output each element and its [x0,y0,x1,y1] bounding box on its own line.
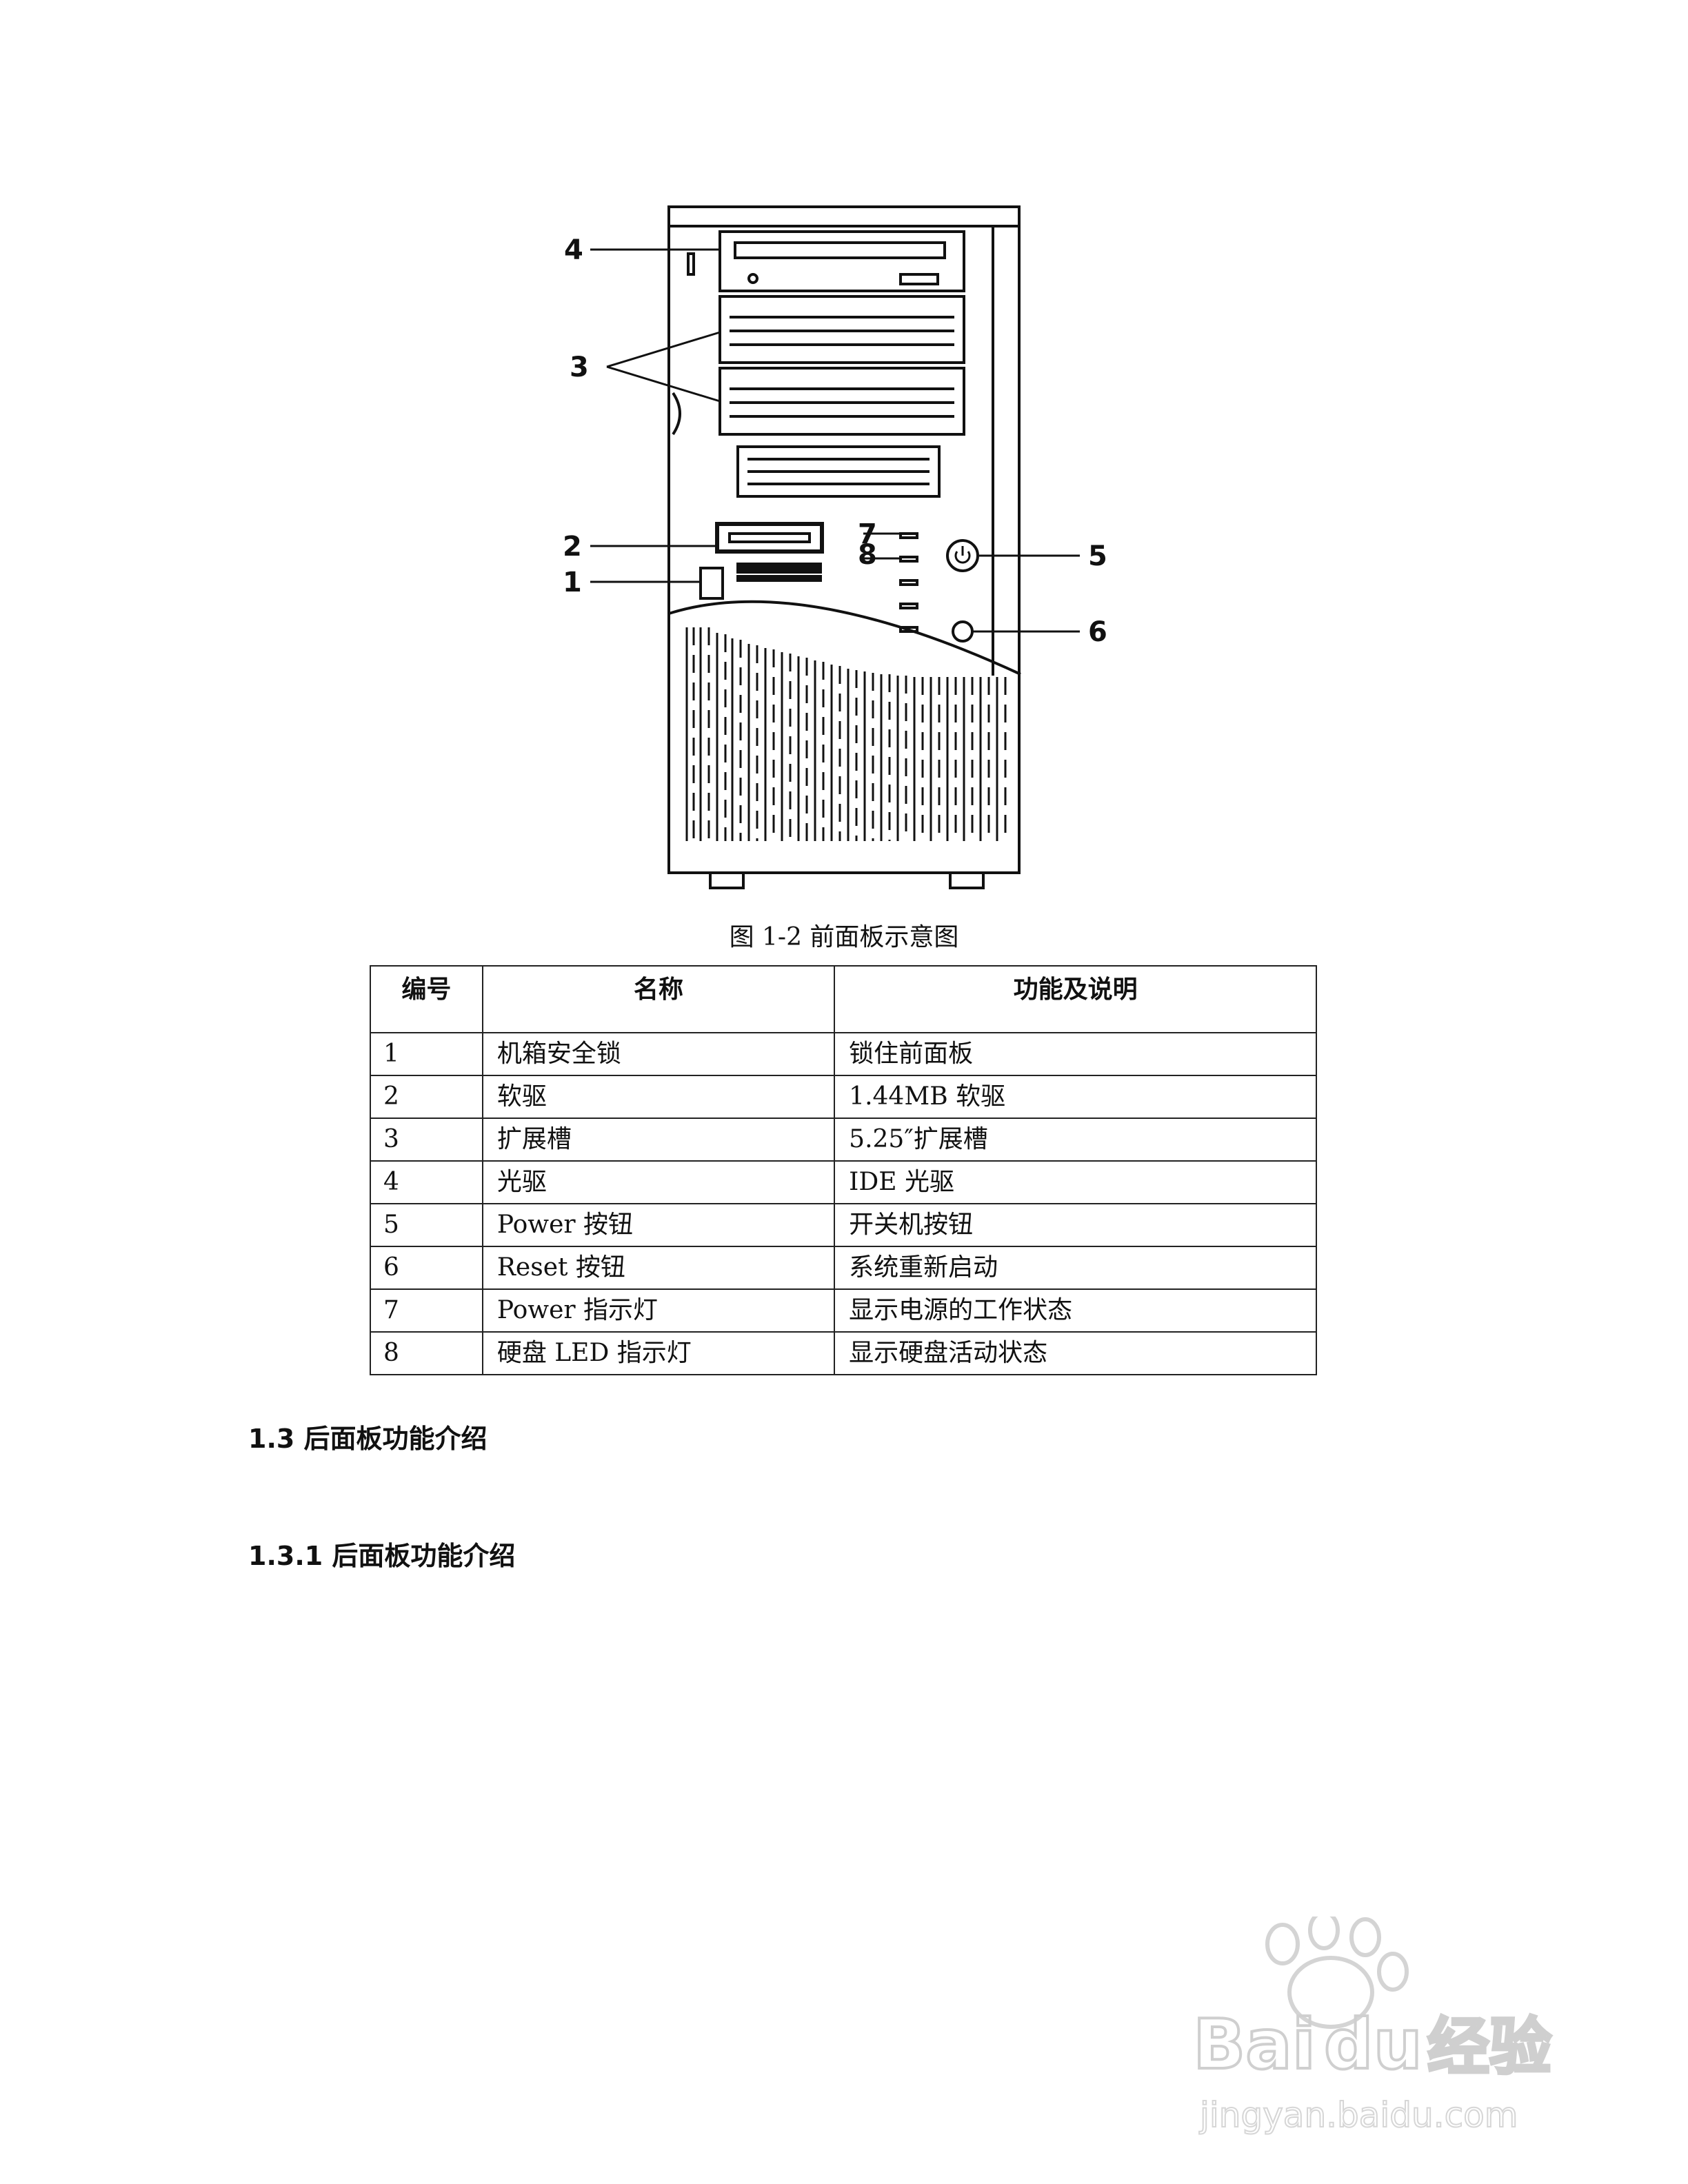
front-panel-diagram: 4 3 2 1 7 8 5 6 [510,186,1158,910]
cell-name: 机箱安全锁 [481,1032,836,1076]
cell-description: IDE 光驱 [834,1160,1317,1204]
table-row: 6 Reset 按钮 系统重新启动 [370,1246,1317,1290]
cell-number: 3 [370,1118,483,1162]
header-name: 名称 [481,965,836,1033]
cell-description: 显示硬盘活动状态 [834,1331,1317,1375]
table-row: 8 硬盘 LED 指示灯 显示硬盘活动状态 [370,1331,1317,1375]
svg-text:Bai: Bai [1193,2004,1316,2085]
cell-description: 锁住前面板 [834,1032,1317,1076]
cell-number: 8 [370,1331,483,1375]
header-number: 编号 [370,965,483,1033]
callout-7: 7 [858,518,877,550]
cell-name: Power 按钮 [481,1203,836,1247]
cell-name: Reset 按钮 [481,1246,836,1290]
expansion-bays [719,295,965,498]
floppy-drive [715,522,824,554]
section-heading: 1.3 后面板功能介绍 [248,1424,488,1454]
cell-name: 软驱 [481,1075,836,1119]
cell-description: 5.25″扩展槽 [834,1118,1317,1162]
subsection-heading: 1.3.1 后面板功能介绍 [248,1541,516,1571]
callout-6: 6 [1088,616,1107,648]
cell-description: 显示电源的工作状态 [834,1288,1317,1333]
callout-4: 4 [564,234,583,266]
cell-description: 系统重新启动 [834,1246,1317,1290]
cell-name: 光驱 [481,1160,836,1204]
callout-2: 2 [563,531,582,563]
cell-number: 4 [370,1160,483,1204]
cell-description: 1.44MB 软驱 [834,1075,1317,1119]
table-row: 5 Power 按钮 开关机按钮 [370,1203,1317,1247]
svg-text:du: du [1324,2004,1423,2085]
cell-number: 7 [370,1288,483,1333]
callout-1: 1 [563,567,582,598]
optical-drive [719,230,965,292]
cell-name: 硬盘 LED 指示灯 [481,1331,836,1375]
chassis-body [667,205,1021,874]
cell-number: 6 [370,1246,483,1290]
power-button [946,539,979,572]
led-indicators [899,532,918,633]
baidu-jingyan-watermark: Bai du 经验 jingyan.baidu.com [1192,1910,1593,2144]
front-panel-table: 编号 名称 功能及说明 1 机箱安全锁 锁住前面板 2 软驱 1.44MB 软驱… [370,965,1317,1375]
security-lock [699,567,724,600]
cell-number: 5 [370,1203,483,1247]
callout-5: 5 [1088,540,1107,572]
cell-name: 扩展槽 [481,1118,836,1162]
table-row: 7 Power 指示灯 显示电源的工作状态 [370,1288,1317,1333]
header-description: 功能及说明 [834,965,1317,1033]
cell-description: 开关机按钮 [834,1203,1317,1247]
cell-number: 2 [370,1075,483,1119]
reset-button [952,620,974,643]
svg-text:经验: 经验 [1427,2011,1551,2083]
cell-number: 1 [370,1032,483,1076]
table-row: 4 光驱 IDE 光驱 [370,1160,1317,1204]
callout-3: 3 [570,352,589,383]
table-row: 3 扩展槽 5.25″扩展槽 [370,1118,1317,1162]
table-row: 1 机箱安全锁 锁住前面板 [370,1032,1317,1076]
table-row: 2 软驱 1.44MB 软驱 [370,1075,1317,1119]
table-header-row: 编号 名称 功能及说明 [370,965,1317,1033]
cell-name: Power 指示灯 [481,1288,836,1333]
callout-8: 8 [858,539,877,571]
svg-text:jingyan.baidu.com: jingyan.baidu.com [1199,2095,1518,2135]
figure-caption: 图 1-2 前面板示意图 [729,923,959,951]
front-grille [685,627,1007,841]
